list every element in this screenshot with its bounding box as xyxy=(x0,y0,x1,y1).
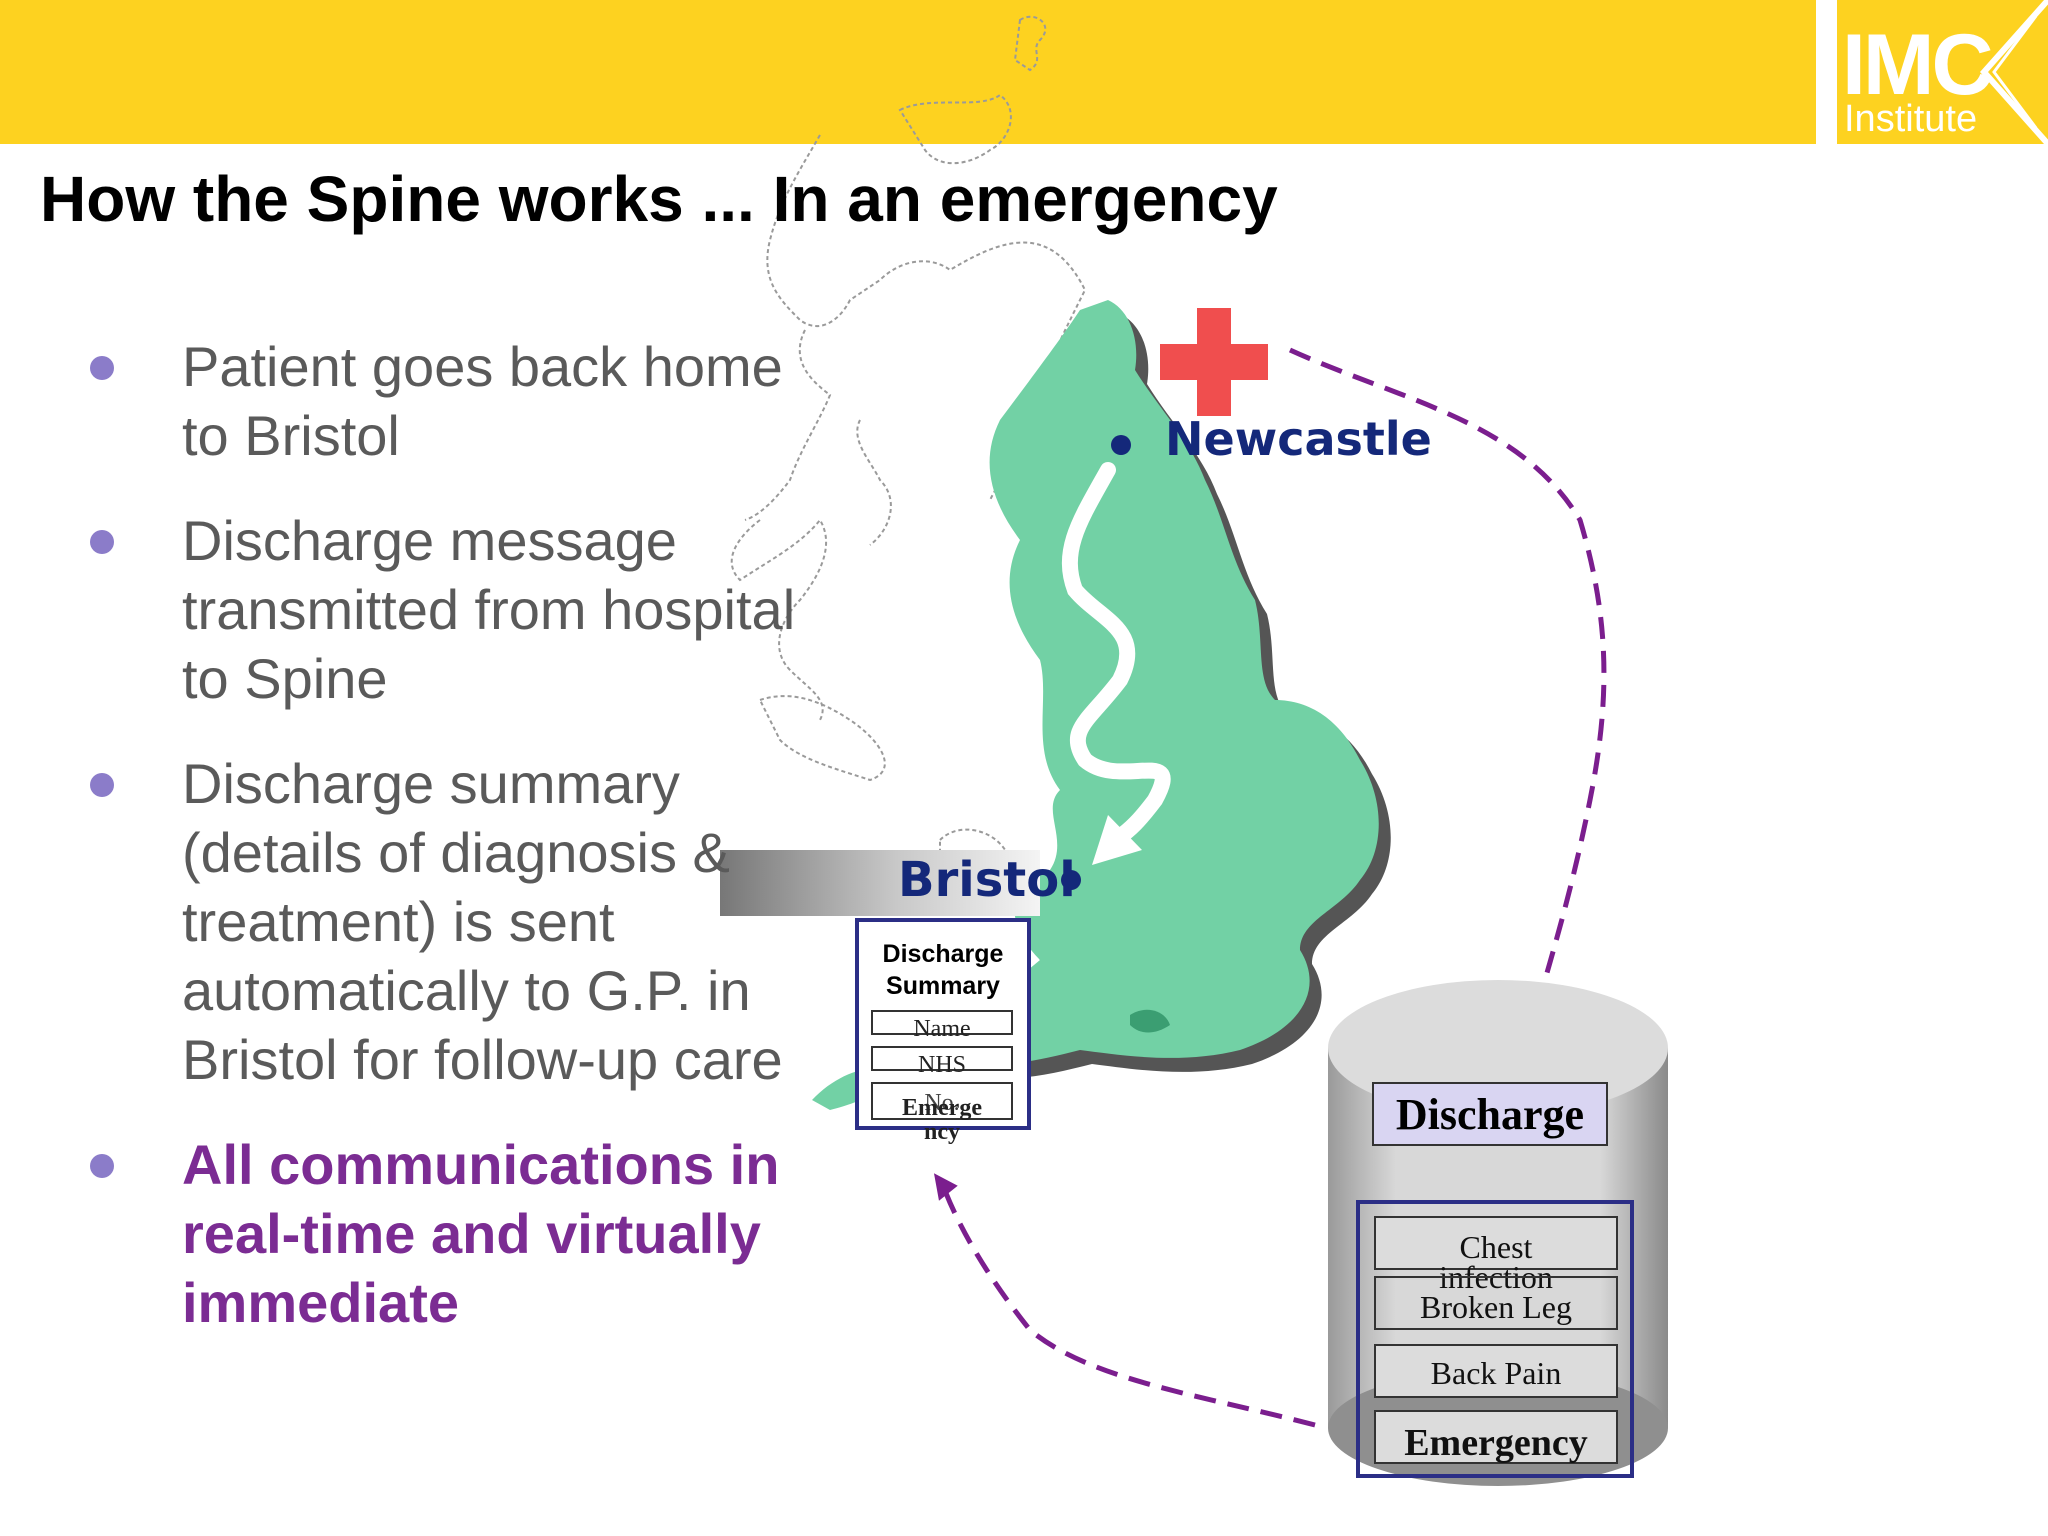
logo-chevron-icon xyxy=(1834,0,2048,144)
summary-field-label: Name xyxy=(913,1016,971,1042)
bristol-dot xyxy=(1061,870,1081,890)
route-arrow xyxy=(1061,462,1171,846)
isle-of-wight xyxy=(1130,1009,1170,1033)
bristol-label: Bristol xyxy=(898,852,1076,908)
summary-field-name: Name xyxy=(871,1010,1013,1041)
hospital-cross-icon xyxy=(1160,308,1268,416)
bullet-dot-icon xyxy=(90,1154,114,1178)
bullet-list: Patient goes back home to Bristol Discha… xyxy=(86,332,826,1373)
summary-field-label: NHS xyxy=(917,1052,966,1078)
bristol-label-bar xyxy=(720,850,1040,916)
bullet-dot-icon xyxy=(90,356,114,380)
bullet-item: Discharge summary (details of diagnosis … xyxy=(86,749,826,1094)
spine-outbound-arrowhead xyxy=(933,1173,958,1201)
database-record: Chest infection xyxy=(1374,1216,1618,1293)
bullet-item: Discharge message transmitted from hospi… xyxy=(86,506,826,713)
imc-logo: IMC Institute xyxy=(1834,0,2048,144)
england-landmass xyxy=(951,300,1379,1065)
spine-inbound-arrow xyxy=(1288,347,1607,1041)
database-record: Emergency xyxy=(1374,1410,1618,1464)
newcastle-label: Newcastle xyxy=(1165,412,1432,466)
database-label: Discharge xyxy=(1372,1082,1608,1146)
database-record-text: Back Pain xyxy=(1430,1355,1562,1391)
spine-database: Discharge Chest infection Broken Leg Bac… xyxy=(1320,980,1680,1480)
spine-outbound-arrow xyxy=(941,1187,1316,1428)
bullet-text: Patient goes back home to Bristol xyxy=(182,335,783,467)
database-record: Back Pain xyxy=(1374,1344,1618,1398)
header-bar xyxy=(0,0,1816,144)
discharge-summary-card: Discharge Summary Name NHS Emerge ncy No… xyxy=(855,918,1031,1144)
summary-field-label: Emerge ncy xyxy=(902,1095,982,1145)
route-arrowhead xyxy=(1092,815,1142,865)
page-title: How the Spine works ... In an emergency xyxy=(40,163,1278,235)
database-record-text: Broken Leg xyxy=(1420,1289,1572,1325)
logo-main-text: IMC xyxy=(1842,17,1994,113)
database-record: Broken Leg xyxy=(1374,1276,1618,1330)
database-record-text: Emergency xyxy=(1404,1422,1588,1464)
logo-sub-text: Institute xyxy=(1844,98,1978,140)
newcastle-dot xyxy=(1111,435,1131,455)
discharge-summary-title: Discharge Summary xyxy=(882,940,1004,1000)
bullet-item-emphasis: All communications in real-time and virt… xyxy=(86,1130,826,1337)
bullet-dot-icon xyxy=(90,773,114,797)
bullet-text: All communications in real-time and virt… xyxy=(182,1133,780,1334)
summary-field-overlap: No. xyxy=(924,1090,960,1116)
bullet-text: Discharge summary (details of diagnosis … xyxy=(182,752,783,1091)
summary-field-emergency: Emerge ncy No. xyxy=(871,1082,1013,1144)
bullet-dot-icon xyxy=(90,530,114,554)
bullet-text: Discharge message transmitted from hospi… xyxy=(182,509,796,710)
scotland-outline xyxy=(730,15,1087,877)
summary-field-nhs: NHS xyxy=(871,1046,1013,1077)
bullet-item: Patient goes back home to Bristol xyxy=(86,332,826,470)
database-record-list: Chest infection Broken Leg Back Pain Eme… xyxy=(1356,1200,1634,1478)
